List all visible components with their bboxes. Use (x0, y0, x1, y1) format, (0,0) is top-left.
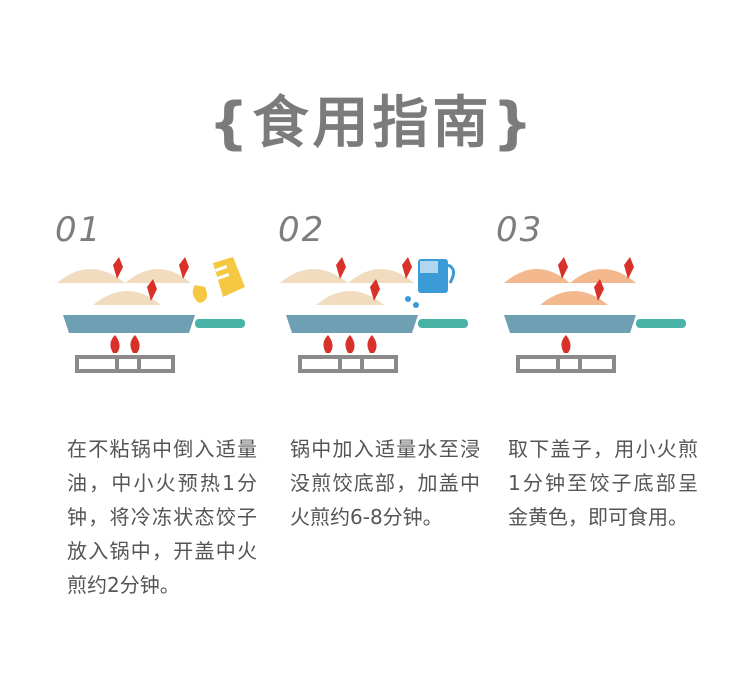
gas-stove-icon (516, 355, 616, 373)
gas-stove-icon (298, 355, 398, 373)
dumpling-icon (504, 257, 636, 305)
flame-icon (110, 335, 140, 353)
step-3-number: 03 (496, 210, 544, 250)
step-1-number: 01 (55, 210, 103, 250)
frying-pan-icon (504, 315, 686, 333)
step-1: 01 (55, 0, 295, 675)
gas-stove-icon (75, 355, 175, 373)
step-2-illustration (280, 257, 468, 373)
water-jug-icon (405, 259, 455, 308)
frying-pan-icon (63, 315, 245, 333)
step-1-illustration (57, 257, 245, 373)
step-2-number: 02 (278, 210, 326, 250)
dumpling-icon (280, 257, 414, 305)
page-title: {食用指南} (208, 91, 537, 156)
oil-bottle-icon (192, 257, 245, 303)
step-2: 02 (278, 0, 518, 675)
frying-pan-icon (286, 315, 468, 333)
step-3: 03 取下盖子，用小火煎1分钟至饺子底部呈金黄色，即可食用。 (496, 0, 736, 675)
step-3-description: 取下盖子，用小火煎1分钟至饺子底部呈金黄色，即可食用。 (508, 437, 698, 529)
flame-icon (323, 335, 377, 353)
step-3-illustration (504, 257, 686, 373)
step-2-description: 锅中加入适量水至浸没煎饺底部，加盖中火煎约6-8分钟。 (290, 437, 480, 529)
flame-icon (561, 335, 571, 353)
dumpling-icon (57, 257, 191, 305)
step-1-description: 在不粘锅中倒入适量油，中小火预热1分钟，将冷冻状态饺子放入锅中，开盖中火煎约2分… (67, 437, 257, 597)
